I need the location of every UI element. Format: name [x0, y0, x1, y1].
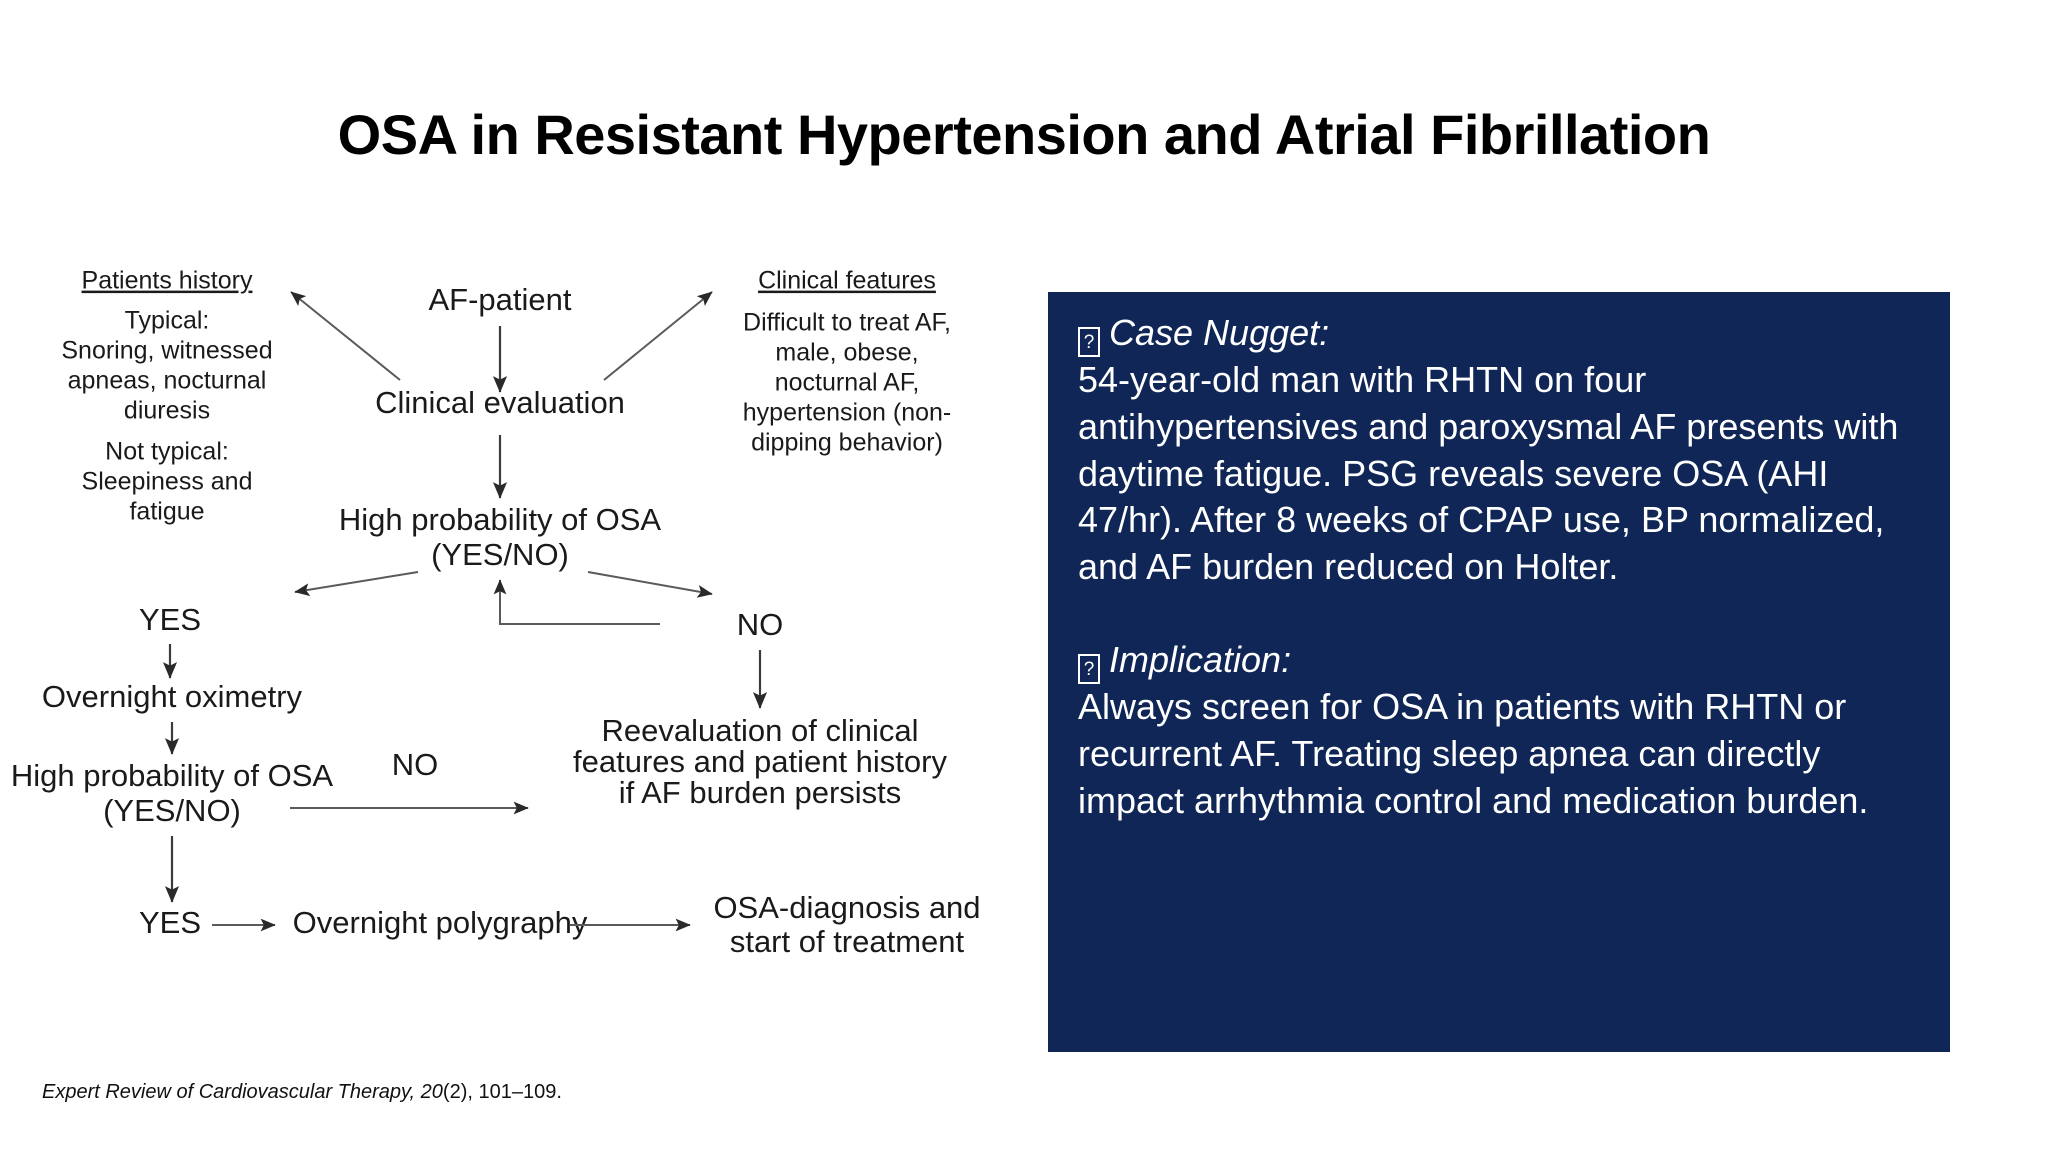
callout-block-implication: ? Implication: Always screen for OSA in p… — [1078, 637, 1920, 824]
node-patients-history-header: Patients history — [82, 270, 253, 295]
node-diagnosis-line-2: start of treatment — [730, 924, 965, 959]
callout-heading-text: Case Nugget: — [1109, 312, 1330, 353]
arrow-to-clinical-features — [603, 291, 713, 381]
arrow-branch-no — [587, 571, 713, 598]
node-overnight-polygraphy: Overnight polygraphy — [293, 905, 588, 940]
patients-history-line-4: diuresis — [124, 397, 210, 425]
missing-glyph-box-icon: ? — [1078, 653, 1100, 684]
node-reevaluation-line-3: if AF burden persists — [619, 775, 902, 810]
page-title: OSA in Resistant Hypertension and Atrial… — [337, 103, 1711, 166]
clinical-features-line-3: nocturnal AF, — [775, 369, 920, 397]
clinical-features-line-5: dipping behavior) — [751, 429, 943, 457]
missing-glyph-box-icon: ? — [1078, 327, 1100, 357]
callout-body-implication: Always screen for OSA in patients with R… — [1078, 685, 1869, 821]
callout-heading-case-nugget: ? Case Nugget: — [1078, 310, 1920, 357]
arrow-to-patients-history — [290, 291, 401, 381]
clinical-features-line-4: hypertension (non- — [743, 399, 951, 427]
node-high-probability-osa-1-line-2: (YES/NO) — [431, 537, 569, 572]
node-high-probability-osa-2-line-1: High probability of OSA — [11, 758, 334, 793]
node-overnight-oximetry: Overnight oximetry — [42, 679, 303, 714]
case-nugget-callout: ? Case Nugget: 54-year-old man with RHTN … — [1048, 292, 1950, 1052]
clinical-features-line-2: male, obese, — [775, 339, 918, 367]
node-yes-1: YES — [139, 602, 201, 637]
citation-italic-part: Expert Review of Cardiovascular Therapy,… — [42, 1081, 443, 1103]
callout-body-case-nugget: 54-year-old man with RHTN on four antihy… — [1078, 359, 1899, 588]
osa-evaluation-flowchart: AF-patient Patients history Typical: Sno… — [0, 270, 1040, 1070]
node-clinical-features-header: Clinical features — [758, 270, 936, 295]
node-high-probability-osa-2-line-2: (YES/NO) — [103, 793, 241, 828]
source-citation: Expert Review of Cardiovascular Therapy,… — [42, 1081, 562, 1104]
node-reevaluation-line-2: features and patient history — [573, 744, 947, 779]
callout-heading-text: Implication: — [1109, 638, 1292, 680]
patients-history-line-2: Snoring, witnessed — [61, 337, 272, 365]
node-diagnosis-line-1: OSA-diagnosis and — [713, 890, 980, 925]
node-af-patient: AF-patient — [428, 282, 571, 317]
node-high-probability-osa-1-line-1: High probability of OSA — [339, 502, 662, 537]
node-no-1: NO — [737, 607, 784, 642]
patients-history-line-1: Typical: — [125, 307, 210, 335]
citation-rest-part: (2), 101–109. — [442, 1081, 562, 1103]
node-yes-2: YES — [139, 905, 201, 940]
patients-history-line-7: fatigue — [129, 498, 204, 526]
callout-spacer — [1078, 591, 1920, 637]
callout-heading-implication: ? Implication: — [1078, 637, 1920, 684]
node-clinical-evaluation: Clinical evaluation — [375, 385, 625, 420]
patients-history-line-5: Not typical: — [105, 438, 229, 466]
arrow-feedback-loop-to-high-probability — [493, 579, 660, 625]
patients-history-line-3: apneas, nocturnal — [68, 367, 267, 395]
node-no-2: NO — [392, 747, 439, 782]
patients-history-line-6: Sleepiness and — [82, 468, 253, 496]
arrow-branch-yes — [294, 571, 419, 597]
node-reevaluation-line-1: Reevaluation of clinical — [601, 713, 918, 748]
callout-block-case-nugget: ? Case Nugget: 54-year-old man with RHTN … — [1078, 310, 1920, 591]
clinical-features-line-1: Difficult to treat AF, — [743, 309, 951, 337]
